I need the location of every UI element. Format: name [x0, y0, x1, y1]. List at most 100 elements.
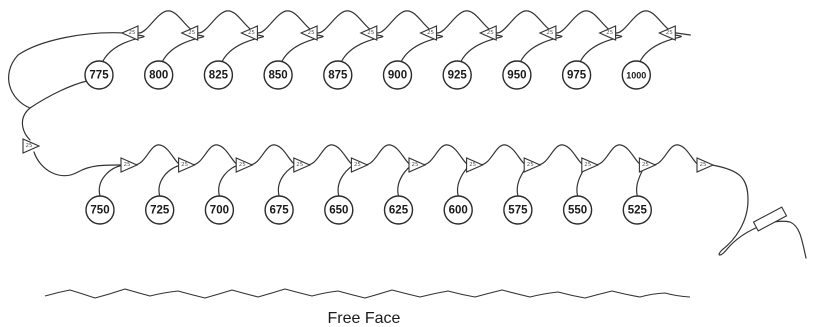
delay-value: 575 — [508, 205, 528, 217]
top-row-hole: 925 — [442, 60, 472, 90]
hole-circle — [622, 195, 652, 225]
connector-label: 25 — [527, 162, 534, 168]
top-row-hole: 850 — [263, 60, 293, 90]
connector-label: 25 — [700, 162, 707, 168]
bottom-row-hole: 725 — [144, 195, 175, 225]
top-connector: 25 — [598, 25, 617, 41]
initiator — [752, 206, 788, 232]
connector-shape — [359, 25, 378, 41]
bottom-downline — [98, 164, 125, 197]
top-connector: 25 — [299, 25, 318, 41]
connector-label: 25 — [427, 30, 434, 36]
bottom-row-hole: 575 — [503, 195, 533, 225]
hole-circle — [561, 60, 592, 90]
delay-value: 750 — [90, 205, 109, 217]
connector-shape — [598, 25, 617, 41]
hole-circle — [323, 60, 353, 90]
connector-label: 25 — [129, 30, 136, 36]
top-downline — [520, 34, 563, 62]
bottom-row-hole: 550 — [562, 195, 593, 225]
bottom-connector: 25 — [638, 157, 657, 173]
connector-label: 25 — [124, 162, 131, 168]
delay-value: 825 — [209, 70, 229, 82]
connector-label: 25 — [26, 143, 33, 149]
top-trunk-line — [138, 10, 691, 36]
hole-circle — [324, 195, 354, 225]
top-row-hole: 975 — [561, 60, 592, 90]
connector-shape — [299, 25, 318, 41]
bottom-connector: 25 — [523, 157, 542, 173]
hole-circle — [502, 60, 532, 90]
connector-label: 25 — [412, 162, 419, 168]
delay-value: 600 — [449, 205, 468, 217]
delay-value: 975 — [567, 70, 587, 82]
turnaround-loop — [8, 32, 126, 109]
bottom-connector: 25 — [120, 157, 139, 173]
delay-value: 525 — [628, 205, 648, 217]
top-connector: 25 — [538, 25, 557, 41]
hole-circle — [263, 60, 293, 90]
initiator-body — [752, 206, 788, 232]
hole-circle — [383, 195, 414, 225]
connector-label: 25 — [181, 162, 188, 168]
connector-shape — [180, 25, 199, 41]
connector-label: 25 — [239, 162, 246, 168]
connector-label: 25 — [296, 162, 303, 168]
delay-value: 850 — [269, 70, 288, 82]
connector-shape — [178, 157, 196, 173]
connector-label: 25 — [487, 30, 494, 36]
delay-value: 900 — [388, 70, 407, 82]
connector-label: 25 — [308, 30, 315, 36]
connector-label: 25 — [188, 30, 195, 36]
hole-circle — [443, 195, 473, 225]
connector-label: 25 — [546, 30, 553, 36]
connector-shape — [120, 25, 139, 41]
top-row-hole: 900 — [382, 60, 413, 90]
top-downline — [102, 34, 145, 62]
top-connector: 25 — [180, 25, 199, 41]
connector-shape — [538, 25, 557, 41]
top-row-hole: 1000 — [621, 60, 651, 90]
turnaround-line — [21, 107, 31, 141]
bottom-row-hole: 750 — [85, 195, 115, 225]
bottom-connector: 25 — [466, 157, 484, 173]
connector-shape — [523, 157, 542, 173]
top-downline — [460, 34, 503, 62]
connector-shape — [120, 157, 139, 173]
top-connector: 25 — [657, 25, 676, 41]
detonating-cord-lines — [8, 10, 807, 259]
top-downline — [162, 34, 205, 62]
hole-circle — [84, 60, 114, 90]
hole-circle — [442, 60, 472, 90]
turnaround-connector: 25 — [22, 138, 41, 154]
top-connector: 25 — [359, 25, 378, 41]
top-connector: 25 — [240, 25, 258, 41]
bottom-connector: 25 — [696, 157, 715, 173]
bottom-row-hole: 625 — [383, 195, 414, 225]
bottom-connector: 25 — [581, 157, 600, 173]
free-face-label: Free Face — [328, 310, 401, 327]
delay-value: 775 — [89, 70, 109, 82]
connector-shape — [350, 157, 369, 173]
top-row-hole: 800 — [143, 60, 174, 90]
top-connector: 25 — [120, 25, 139, 41]
connector-shape — [638, 157, 657, 173]
hole-circle — [203, 60, 234, 90]
free-face-line — [44, 288, 691, 299]
connector-shape — [22, 138, 41, 154]
connector-shape — [408, 157, 427, 173]
connector-label: 25 — [367, 30, 374, 36]
top-downline — [580, 34, 623, 62]
connector-label: 25 — [666, 30, 673, 36]
delay-value: 700 — [210, 205, 229, 217]
connector-shape — [466, 157, 484, 173]
hole-circle — [382, 60, 413, 90]
connector-shape — [478, 25, 497, 41]
hole-circle — [144, 195, 175, 225]
bottom-connector: 25 — [350, 157, 369, 173]
connector-shape — [657, 25, 676, 41]
bottom-row-hole: 650 — [324, 195, 354, 225]
connector-shape — [293, 157, 312, 173]
top-downline — [341, 34, 384, 62]
